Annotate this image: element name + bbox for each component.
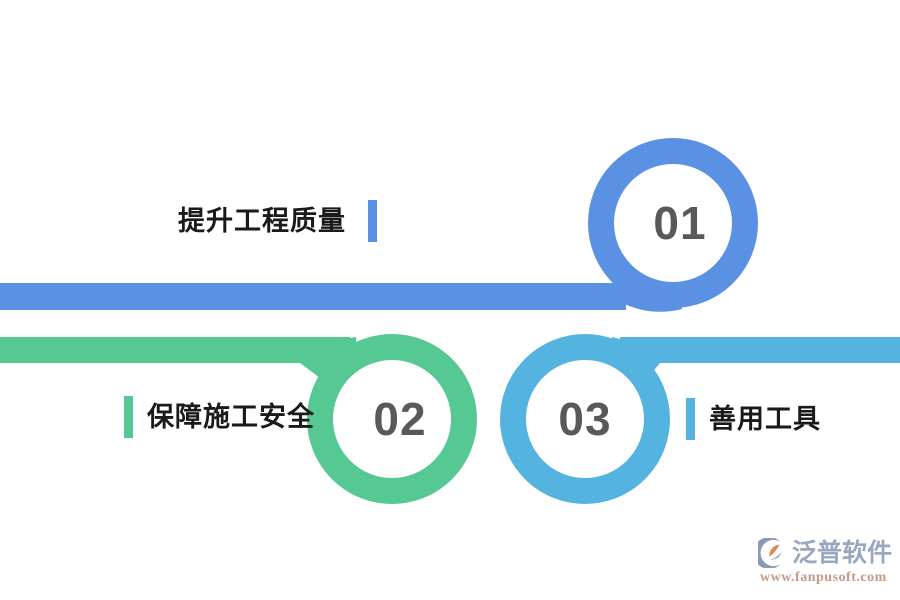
step-label-02: 保障施工安全 xyxy=(124,396,315,438)
track-line-02 xyxy=(0,337,350,363)
step-label-03: 善用工具 xyxy=(686,398,821,440)
step-label-text-02: 保障施工安全 xyxy=(147,401,315,432)
watermark: 泛普软件 www.fanpusoft.com xyxy=(758,538,894,592)
step-02-graphic xyxy=(0,334,477,504)
fanpu-logo-icon xyxy=(758,538,782,568)
ring-03 xyxy=(500,334,670,504)
step-03-graphic xyxy=(500,334,900,504)
accent-bar-03 xyxy=(686,398,695,440)
track-line-01 xyxy=(0,283,600,310)
step-01-graphic xyxy=(0,138,758,312)
step-label-text-03: 善用工具 xyxy=(709,403,821,434)
step-number-03: 03 xyxy=(558,393,612,445)
track-join-02 xyxy=(300,337,356,378)
step-number-02: 02 xyxy=(373,393,427,445)
track-cap-01 xyxy=(586,283,626,310)
step-label-text-01: 提升工程质量 xyxy=(178,205,346,236)
ring-02 xyxy=(307,334,477,504)
track-line-03 xyxy=(620,337,900,363)
accent-bar-02 xyxy=(124,396,133,438)
watermark-url-text: www.fanpusoft.com xyxy=(760,570,887,585)
track-join-03 xyxy=(612,337,660,380)
step-number-01: 01 xyxy=(653,197,707,249)
step-label-01: 提升工程质量 xyxy=(178,200,377,242)
watermark-brand-text: 泛普软件 xyxy=(792,538,893,567)
watermark-brand-row: 泛普软件 xyxy=(758,538,892,568)
accent-bar-01 xyxy=(368,200,377,242)
